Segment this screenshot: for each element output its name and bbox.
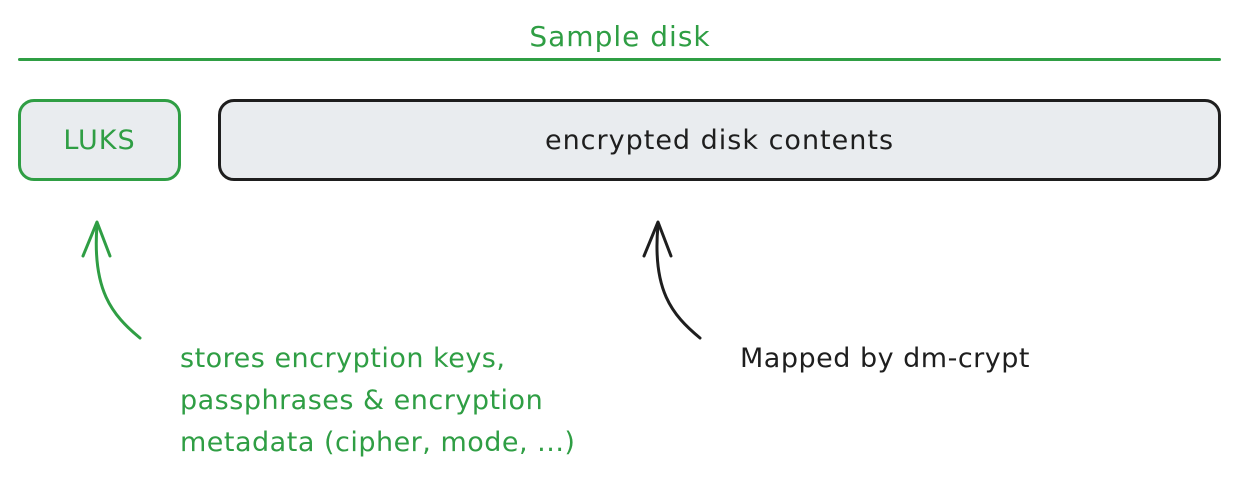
dm-crypt-arrow — [642, 220, 702, 340]
dm-crypt-arrow-head — [642, 220, 673, 258]
diagram-title: Sample disk — [529, 20, 711, 53]
luks-description: stores encryption keys, passphrases & en… — [180, 338, 575, 464]
encrypted-contents-box: encrypted disk contents — [218, 99, 1221, 181]
luks-description-line: metadata (cipher, mode, ...) — [180, 427, 576, 458]
luks-description-line: passphrases & encryption — [180, 385, 544, 416]
luks-header-label: LUKS — [63, 124, 136, 156]
dm-crypt-description: Mapped by dm-crypt — [740, 343, 1030, 374]
luks-arrow-head — [81, 220, 112, 258]
luks-arrow-shaft — [94, 223, 142, 340]
encrypted-contents-label: encrypted disk contents — [544, 124, 895, 156]
luks-arrow — [81, 220, 142, 340]
luks-description-line: stores encryption keys, — [180, 343, 506, 374]
dm-crypt-arrow-shaft — [655, 223, 702, 340]
disk-extent-line — [18, 58, 1221, 61]
luks-header-box: LUKS — [18, 99, 181, 181]
